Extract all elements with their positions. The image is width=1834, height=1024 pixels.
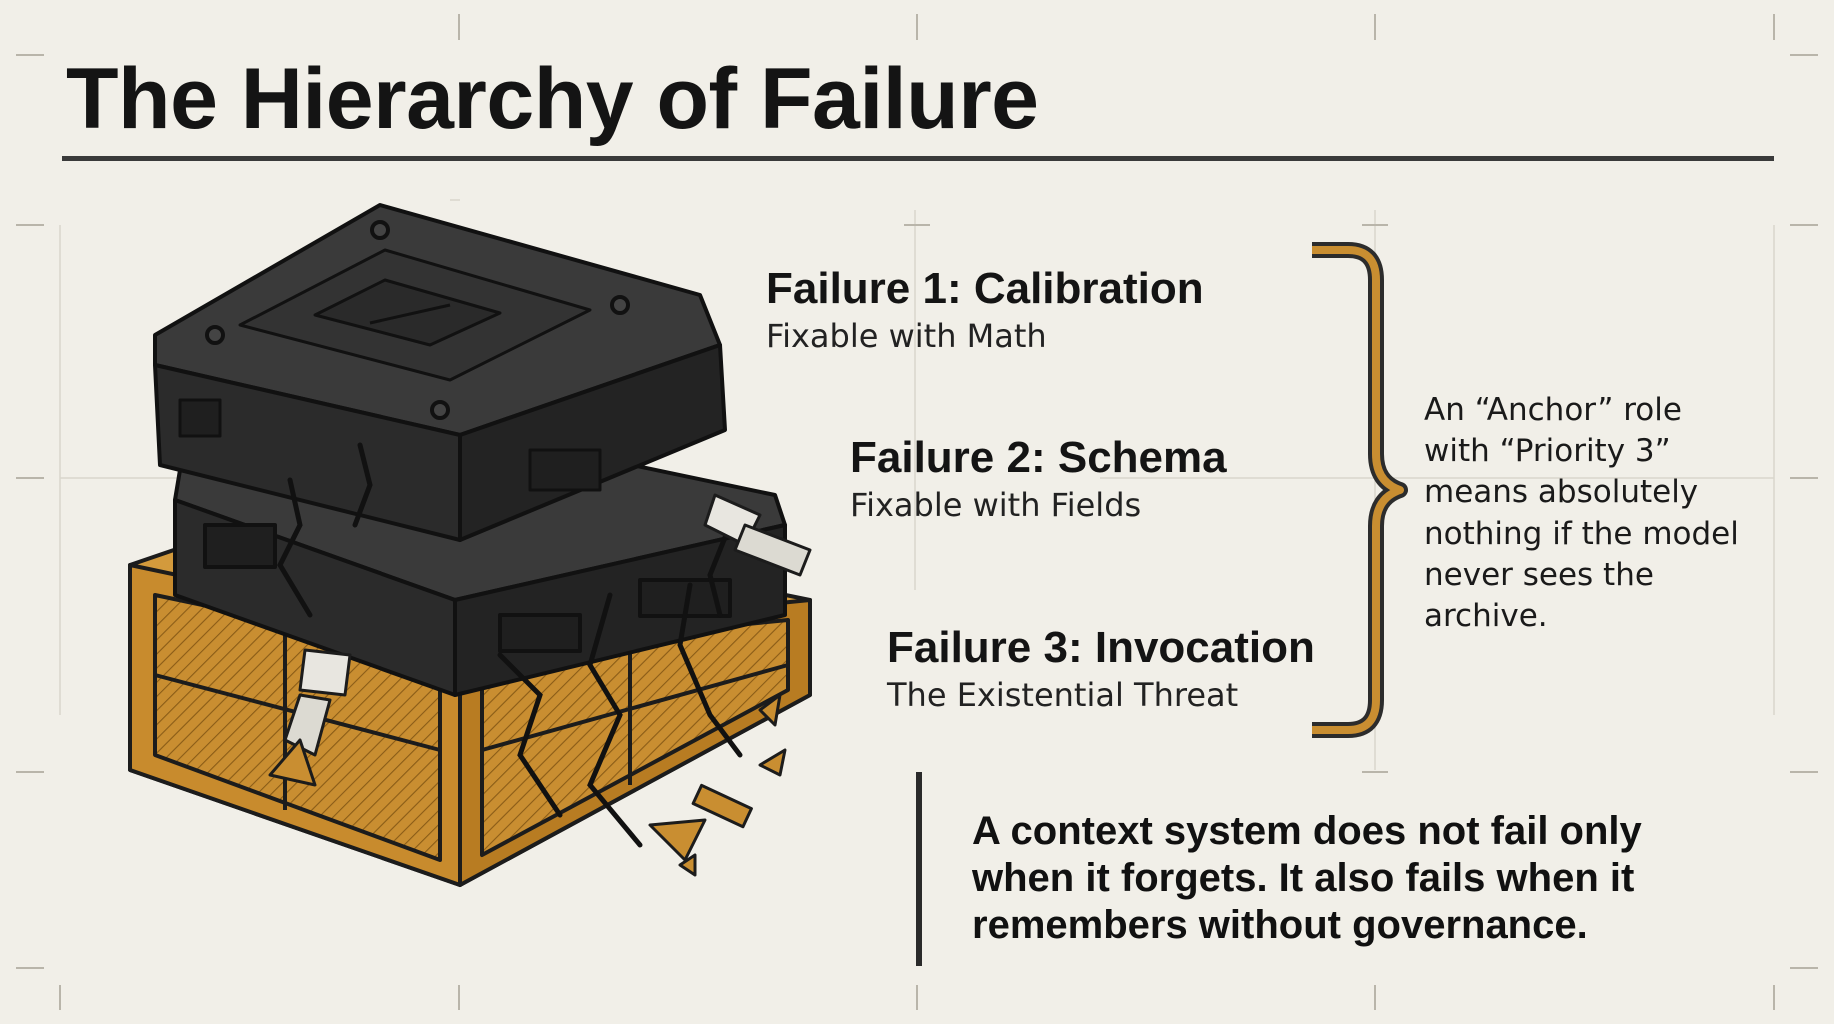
failure-heading: Failure 3: Invocation — [887, 623, 1315, 672]
page-title: The Hierarchy of Failure — [66, 51, 1039, 147]
failure-item-3: Failure 3: Invocation The Existential Th… — [887, 623, 1315, 715]
stacked-blocks-illustration — [128, 203, 812, 887]
curly-brace-icon — [1312, 242, 1408, 738]
broken-bracket-debris — [268, 493, 812, 877]
top-server-block — [153, 203, 727, 542]
failure-item-1: Failure 1: Calibration Fixable with Math — [766, 264, 1204, 356]
failure-heading: Failure 1: Calibration — [766, 264, 1204, 313]
failure-subtitle: Fixable with Math — [766, 317, 1047, 356]
failure-subtitle: The Existential Threat — [887, 676, 1239, 715]
side-note: An “Anchor” role with “Priority 3” means… — [1424, 392, 1739, 635]
quote-callout: A context system does not fail only when… — [916, 772, 1778, 966]
crack-lines — [277, 442, 743, 848]
failure-subtitle: Fixable with Fields — [850, 486, 1142, 525]
quote-text: A context system does not fail only when… — [972, 809, 1642, 947]
failure-heading: Failure 2: Schema — [850, 433, 1227, 482]
title-underline — [62, 156, 1774, 161]
failure-item-2: Failure 2: Schema Fixable with Fields — [850, 433, 1227, 525]
